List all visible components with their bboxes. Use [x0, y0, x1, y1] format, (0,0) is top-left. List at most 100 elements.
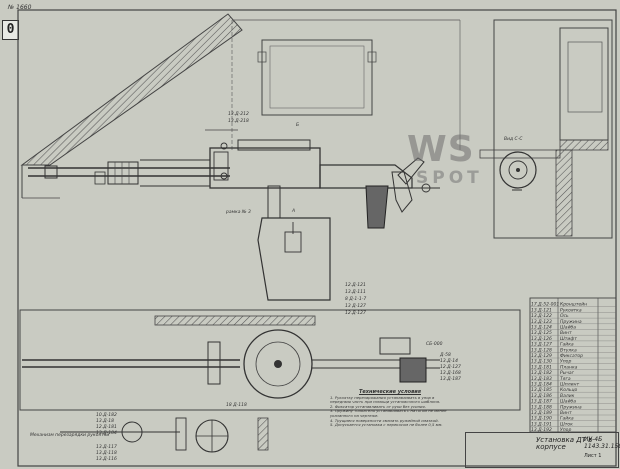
ref-stack-2: 13.Д-18 — [96, 418, 114, 424]
parts-name: Упор — [560, 427, 571, 433]
note-item: 3. Пружину толкателя устанавливать с нат… — [330, 408, 447, 418]
plan-magazine-disc — [243, 329, 313, 399]
parts-name: Шток — [560, 421, 573, 427]
parts-name: Ось — [560, 313, 569, 319]
title-block-sheet: Лист 1 — [584, 453, 602, 459]
parts-name: Пружина — [560, 404, 582, 410]
title-block-title: Установка ДТ в корпусе — [536, 436, 593, 451]
parts-code: 13.Д-185 — [531, 387, 552, 393]
left-label: Механизм перезарядки рукоятки — [30, 432, 109, 438]
ref-mid-5: 12.Д-127 — [345, 310, 366, 316]
parts-name: Винт — [560, 410, 572, 416]
parts-name: Кронштейн — [560, 302, 587, 308]
parts-code: 13.Д-125 — [531, 330, 552, 336]
parts-name: Пружина — [560, 319, 582, 325]
ref-stack-4: 13.Д-184 — [96, 430, 117, 436]
ref-upper-2: 13.Д-218 — [228, 118, 249, 124]
parts-name: Шайба — [560, 325, 576, 331]
barrel-jacket — [107, 161, 139, 185]
parts-code: 13.Д-127 — [531, 342, 552, 348]
parts-name: Шплинт — [560, 382, 579, 388]
label-a: A — [291, 208, 295, 214]
section-view-frame — [493, 19, 613, 239]
parts-name: Втулка — [560, 347, 577, 353]
parts-code: 13.Д-129 — [531, 353, 552, 359]
watermark-logo: WS — [407, 129, 475, 170]
ref-mid-4: 13 Д-127 — [345, 303, 366, 309]
parts-code: 13.Д-187 — [531, 399, 552, 405]
parts-code: 13.Д-123 — [531, 319, 552, 325]
parts-name: Планка — [560, 364, 578, 370]
parts-name: Шайба — [560, 399, 576, 405]
parts-name: Винт — [560, 330, 572, 336]
note-item: 1. Рукоятку перезаряжания устанавливать … — [330, 394, 441, 405]
ref-bl-3: 13.Д-116 — [96, 456, 117, 462]
ref-bl-1: 13.Д-117 — [96, 444, 117, 450]
ref-right-4: 12.Д-127 — [440, 364, 461, 370]
ref-right-6: 13.Д-187 — [440, 376, 461, 382]
trigger-housing — [319, 164, 413, 189]
parts-code: 13.Д-191 — [531, 421, 552, 427]
notes-title: Технические условия — [359, 389, 421, 395]
plan-view-frame — [19, 309, 521, 411]
ref-right-3: 13.Д-14 — [440, 358, 458, 364]
parts-name: Фиксатор — [560, 353, 583, 359]
ref-mid-3: 8 Д-1-1-7 — [345, 296, 366, 302]
parts-code: 13.Д-126 — [531, 336, 552, 342]
parts-name: Тяга — [560, 376, 571, 382]
sheet-number: № 1660 — [8, 4, 32, 11]
parts-name: Гайка — [560, 342, 574, 348]
parts-name: Рычаг — [560, 370, 575, 376]
parts-name: Валик — [560, 393, 575, 399]
parts-code: 13.Д-184 — [531, 382, 552, 388]
parts-name: Кольцо — [560, 387, 578, 393]
parts-code: 13.Д-128 — [531, 347, 552, 353]
parts-code: 13.Д-121 — [531, 307, 552, 313]
label-b: Б — [296, 122, 299, 128]
ref-mid-2: 13.Д-111 — [345, 289, 366, 295]
bracket-label: рамка № 3 — [225, 209, 251, 215]
ref-stack-3: 12.Д-181 — [96, 424, 117, 430]
note-item: 4. Трущиеся поверхности смазать ружейной… — [330, 417, 439, 423]
pistol-grip — [365, 185, 389, 229]
ref-right-5: 13.Д-168 — [440, 370, 461, 376]
parts-name: Упор — [560, 359, 571, 365]
watermark-subtext: SPOT — [416, 168, 483, 188]
ref-right-2: Д-58 — [439, 352, 451, 358]
title-block-code: ИУ-4Б 1143.31.158 — [584, 436, 620, 450]
hatched-wall-diagonal — [20, 13, 243, 166]
ref-right-1: СБ-000 — [426, 341, 443, 347]
parts-code: 13.Д-192 — [531, 427, 552, 433]
parts-code: 13.Д-181 — [531, 364, 552, 370]
lower-shield — [257, 217, 331, 301]
parts-code: 17.Д-52-001 — [531, 302, 559, 308]
parts-name: Гайка — [560, 416, 574, 422]
title-block: Установка ДТ в корпусе ИУ-4Б 1143.31.158… — [465, 432, 620, 468]
parts-code: 13.Д-188 — [531, 404, 552, 410]
parts-code: 13.Д-122 — [531, 313, 552, 319]
parts-name: Штифт — [560, 336, 577, 342]
upper-plate — [261, 39, 373, 116]
magazine — [237, 139, 311, 151]
section-drum — [499, 151, 537, 189]
section-view-label: Вид С-С — [504, 136, 523, 142]
lower-label: 18 Д-118 — [226, 402, 247, 408]
drawing-frame — [17, 9, 617, 467]
technical-notes: Технические условия 1. Рукоятку перезаря… — [330, 390, 450, 428]
parts-code: 13.Д-124 — [531, 325, 552, 331]
parts-code: 13.Д-189 — [531, 410, 552, 416]
plan-grip — [399, 357, 427, 383]
parts-code: 13.Д-182 — [531, 370, 552, 376]
parts-code: 13.Д-183 — [531, 376, 552, 382]
ref-stack-1: 10.Д-182 — [96, 412, 117, 418]
parts-code: 13.Д-190 — [531, 416, 552, 422]
note-item: 2. Фиксатор устанавливать от руки без ус… — [330, 403, 426, 409]
note-item: 5. Допускается установка с перекосом не … — [330, 422, 443, 428]
ref-mid-1: 12.Д-121 — [345, 282, 366, 288]
ref-upper-1: 13.Д-212 — [228, 111, 249, 117]
parts-code: 13.Д-186 — [531, 393, 552, 399]
parts-code: 13.Д-130 — [531, 359, 552, 365]
